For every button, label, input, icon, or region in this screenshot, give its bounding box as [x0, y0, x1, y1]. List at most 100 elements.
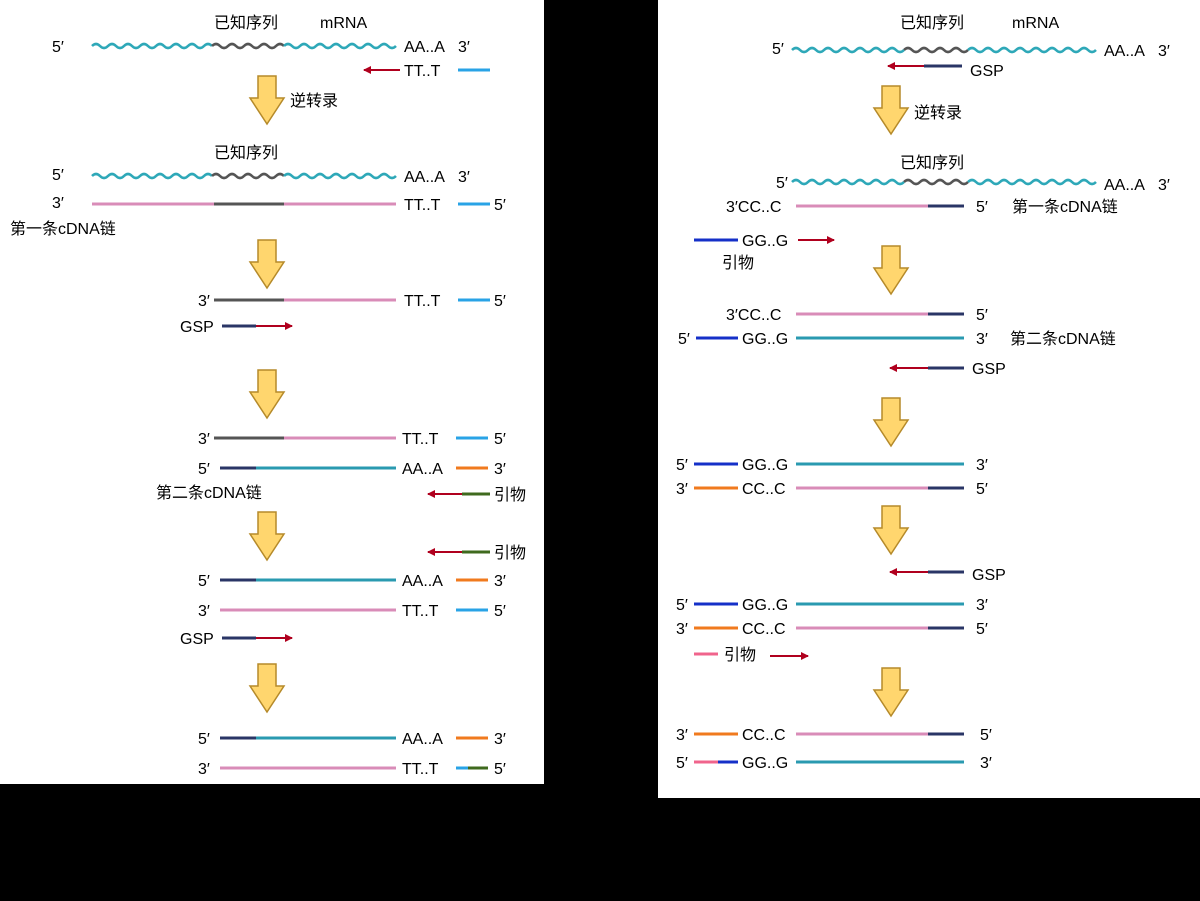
first-strand-label: 第一条cDNA链 — [10, 220, 116, 238]
three-prime-label: 3′ — [976, 597, 988, 614]
polyA-label: AA..A — [402, 731, 443, 748]
three-prime-label: 3′ — [676, 481, 688, 498]
polyT-label: TT..T — [404, 197, 441, 214]
step-arrow — [872, 505, 910, 556]
mrna-strand — [791, 178, 905, 186]
five-prime-label: 5′ — [52, 167, 64, 184]
three-prime-label: 3′ — [1158, 43, 1170, 60]
mrna-strand-end — [283, 42, 397, 50]
five-prime-label: 5′ — [676, 597, 688, 614]
five-prime-label: 5′ — [678, 331, 690, 348]
primer-label: 引物 — [494, 544, 526, 562]
right-step-3: 3′CC..C 5′ 5′ GG..G 3′ 第二条cDNA链 GSP — [678, 307, 1116, 378]
three-prime-label: 3′ — [494, 731, 506, 748]
right-step-5: GSP 5′ GG..G 3′ 3′ CC..C 5′ 引物 — [676, 567, 1006, 664]
known-sequence-segment — [211, 172, 285, 180]
gsp-label: GSP — [972, 361, 1006, 378]
cc-label: CC..C — [742, 481, 786, 498]
mrna-strand-end — [967, 46, 1097, 54]
polyA-label: AA..A — [402, 573, 443, 590]
left-step-2: 已知序列 5′ AA..A 3′ 3′ TT..T 5′ 第一条cDNA链 — [10, 144, 506, 238]
mrna-label: mRNA — [1012, 15, 1059, 32]
mrna-strand-end — [283, 172, 397, 180]
left-step-1: 已知序列 mRNA 5′ AA..A 3′ TT..T — [52, 14, 490, 80]
step-arrow — [248, 239, 286, 290]
cc-label: CC..C — [742, 621, 786, 638]
step-arrow — [248, 75, 286, 126]
five-prime-label: 5′ — [776, 175, 788, 192]
five-prime-label: 5′ — [494, 197, 506, 214]
right-step-4: 5′ GG..G 3′ 3′ CC..C 5′ — [676, 457, 988, 498]
gsp-label: GSP — [180, 319, 214, 336]
five-prime-label: 5′ — [52, 39, 64, 56]
polyT-label: TT..T — [402, 603, 439, 620]
known-seq-label: 已知序列 — [214, 14, 278, 32]
polyA-label: AA..A — [1104, 177, 1145, 194]
five-prime-label: 5′ — [676, 457, 688, 474]
gsp-label: GSP — [180, 631, 214, 648]
polyA-label: AA..A — [402, 461, 443, 478]
second-strand-label: 第二条cDNA链 — [1010, 330, 1116, 348]
five-prime-label: 5′ — [976, 199, 988, 216]
polyA-label: AA..A — [1104, 43, 1145, 60]
step-arrow — [248, 511, 286, 562]
three-prime-label: 3′ — [198, 603, 210, 620]
mrna-strand — [91, 42, 213, 50]
polyT-label: TT..T — [404, 293, 441, 310]
five-prime-label: 5′ — [198, 461, 210, 478]
three-prime-label: 3′ — [198, 293, 210, 310]
known-sequence-segment — [211, 42, 285, 50]
three-prime-label: 3′ — [976, 457, 988, 474]
three-prime-label: 3′ — [980, 755, 992, 772]
three-prime-label: 3′ — [458, 169, 470, 186]
left-step-5: 引物 5′ AA..A 3′ 3′ TT..T 5′ GSP — [180, 544, 526, 648]
gsp-label: GSP — [970, 63, 1004, 80]
reverse-transcription-label: 逆转录 — [914, 104, 962, 122]
step-arrow — [248, 369, 286, 420]
step-arrow — [872, 85, 910, 136]
five-prime-label: 5′ — [198, 573, 210, 590]
primer-label: 引物 — [722, 254, 754, 272]
primer-label: 引物 — [724, 646, 756, 664]
cc-label: 3′CC..C — [726, 199, 781, 216]
reverse-transcription-label: 逆转录 — [290, 92, 338, 110]
five-prime-label: 5′ — [198, 731, 210, 748]
gsp-label: GSP — [972, 567, 1006, 584]
polyT-label: TT..T — [402, 761, 439, 778]
gg-label: GG..G — [742, 457, 788, 474]
three-prime-label: 3′ — [494, 573, 506, 590]
five-prime-label: 5′ — [980, 727, 992, 744]
cc-label: 3′CC..C — [726, 307, 781, 324]
mrna-strand — [91, 172, 213, 180]
five-prime-label: 5′ — [676, 755, 688, 772]
five-prime-label: 5′ — [494, 293, 506, 310]
three-prime-label: 3′ — [676, 621, 688, 638]
mrna-label: mRNA — [320, 15, 367, 32]
known-seq-label: 已知序列 — [900, 154, 964, 172]
five-prime-label: 5′ — [494, 603, 506, 620]
three-prime-label: 3′ — [52, 195, 64, 212]
five-prime-label: 5′ — [494, 761, 506, 778]
cc-label: CC..C — [742, 727, 786, 744]
three-prime-label: 3′ — [198, 761, 210, 778]
gg-label: GG..G — [742, 233, 788, 250]
mrna-strand-end — [967, 178, 1097, 186]
three-prime-label: 3′ — [676, 727, 688, 744]
five-prime-label: 5′ — [772, 41, 784, 58]
mrna-strand — [791, 46, 905, 54]
five-prime-label: 5′ — [976, 307, 988, 324]
first-strand-label: 第一条cDNA链 — [1012, 198, 1118, 216]
gg-label: GG..G — [742, 755, 788, 772]
five-prime-label: 5′ — [976, 621, 988, 638]
polyA-label: AA..A — [404, 169, 445, 186]
primer-label: 引物 — [494, 486, 526, 504]
left-step-3: 3′ TT..T 5′ GSP — [180, 293, 506, 336]
known-seq-label: 已知序列 — [214, 144, 278, 162]
right-step-1: 已知序列 mRNA 5′ AA..A 3′ GSP — [772, 14, 1170, 80]
right-panel — [658, 0, 1200, 798]
step-arrow — [872, 245, 910, 296]
known-seq-label: 已知序列 — [900, 14, 964, 32]
three-prime-label: 3′ — [976, 331, 988, 348]
